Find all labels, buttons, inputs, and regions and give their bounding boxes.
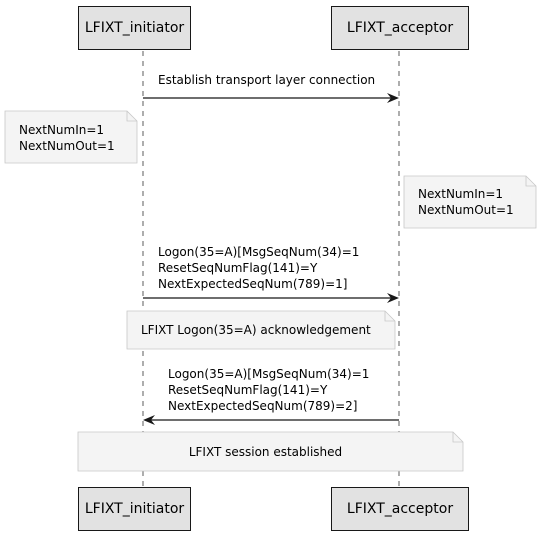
message-label-2: Logon(35=A)[MsgSeqNum(34)=1 ResetSeqNumF… [158, 245, 360, 291]
participant-initiator-top: LFIXT_initiator [78, 6, 191, 50]
note-shape-1 [4, 110, 138, 164]
participant-initiator-label: LFIXT_initiator [84, 501, 185, 517]
message-arrow-1 [143, 93, 399, 103]
message-label-3: Logon(35=A)[MsgSeqNum(34)=1 ResetSeqNumF… [168, 367, 370, 413]
note-text-1: NextNumIn=1 NextNumOut=1 [19, 123, 115, 153]
participant-initiator-label: LFIXT_initiator [84, 20, 185, 36]
note-shape-2 [403, 175, 537, 229]
note-text-4: LFIXT session established [188, 445, 343, 459]
participant-acceptor-label: LFIXT_acceptor [346, 501, 454, 517]
note-shape-4 [77, 431, 464, 472]
note-text-3: LFIXT Logon(35=A) acknowledgement [141, 323, 371, 337]
note-shape-3 [126, 310, 396, 350]
participant-initiator-bottom: LFIXT_initiator [78, 487, 191, 531]
note-text-2: NextNumIn=1 NextNumOut=1 [418, 187, 514, 217]
message-arrow-2 [143, 293, 399, 303]
participant-acceptor-top: LFIXT_acceptor [331, 6, 469, 50]
message-arrow-3 [143, 415, 399, 425]
participant-acceptor-label: LFIXT_acceptor [346, 20, 454, 36]
message-label-1: Establish transport layer connection [158, 73, 376, 87]
participant-acceptor-bottom: LFIXT_acceptor [331, 487, 469, 531]
